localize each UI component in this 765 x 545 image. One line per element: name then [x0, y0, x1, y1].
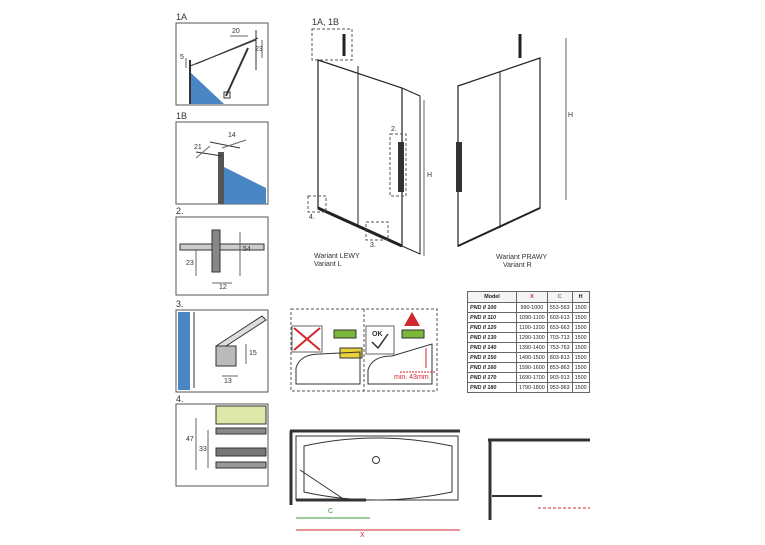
- cell-h: 1500: [571, 332, 590, 343]
- cell-x: 1690-1700: [516, 372, 548, 383]
- level-diagram: [290, 308, 438, 392]
- main-ref-label: 1A, 1B: [312, 17, 340, 27]
- detail-3-dim-width: 13: [224, 378, 232, 385]
- cell-model: PND II 130: [467, 332, 517, 343]
- level-ok-label: OK: [372, 331, 383, 338]
- detail-1a-dim-side: 23: [255, 46, 263, 53]
- header-model: Model: [467, 291, 517, 303]
- detail-3-title: 3.: [176, 299, 184, 309]
- variant-right-label-2: Variant R: [503, 262, 532, 269]
- cell-x: 1590-1600: [516, 362, 548, 373]
- callout-4: 4.: [309, 214, 315, 221]
- detail-1a-frame: [175, 22, 269, 106]
- cell-c: 653-663: [546, 322, 573, 333]
- bathtub-plan-view: [289, 429, 460, 531]
- cell-c: 553-563: [546, 302, 573, 313]
- plan-dim-x: X: [360, 532, 365, 539]
- cell-model: PND II 170: [467, 372, 517, 383]
- detail-2-dim-low: 23: [186, 260, 194, 267]
- detail-1a-dim-left: 5: [180, 54, 184, 61]
- cell-c: 953-963: [546, 382, 573, 393]
- cell-x: 1790-1800: [516, 382, 548, 393]
- side-detail: [488, 438, 590, 520]
- height-left-label: H: [427, 172, 433, 179]
- cell-model: PND II 100: [467, 302, 517, 313]
- cell-model: PND II 140: [467, 342, 517, 353]
- cell-h: 1500: [571, 382, 590, 393]
- cell-model: PND II 150: [467, 352, 517, 363]
- enclosure-right-variant: [456, 34, 567, 247]
- detail-1a-drawing: [185, 30, 263, 104]
- variant-right-label-1: Wariant PRAWY: [496, 254, 548, 261]
- enclosure-left-variant: [307, 28, 425, 256]
- cell-x: 1290-1300: [516, 332, 548, 343]
- plan-dim-c: C: [328, 508, 334, 515]
- cell-model: PND II 110: [467, 312, 517, 323]
- cell-x: 990-1000: [516, 302, 548, 313]
- detail-4-title: 4.: [176, 394, 184, 404]
- detail-2-dim-height: 54: [243, 246, 251, 253]
- height-right-label: H: [568, 112, 574, 119]
- cell-model: PND II 160: [467, 362, 517, 373]
- spec-table-header-row: Model X C H: [467, 291, 590, 303]
- detail-2-title: 2.: [176, 206, 184, 216]
- cell-x: 1390-1400: [516, 342, 548, 353]
- level-min-label: min. 43mm: [394, 374, 429, 381]
- detail-2-dim-width: 12: [219, 284, 227, 291]
- header-h: H: [571, 291, 590, 303]
- detail-2-drawing: [179, 229, 265, 284]
- cell-h: 1500: [571, 372, 590, 383]
- detail-1a-dim-top: 20: [232, 28, 240, 35]
- cell-h: 1500: [571, 312, 590, 323]
- detail-1a-title: 1A: [176, 12, 188, 22]
- cell-x: 1490-1500: [516, 352, 548, 363]
- detail-1b-dim-a: 14: [228, 132, 236, 139]
- detail-4-frame: [175, 403, 269, 487]
- callout-2: 2.: [391, 126, 397, 133]
- header-c: C: [546, 291, 573, 303]
- cell-c: 903-913: [546, 372, 573, 383]
- detail-2-frame: [175, 216, 269, 296]
- variant-left-label-1: Wariant LEWY: [314, 253, 360, 260]
- detail-1b-title: 1B: [176, 111, 188, 121]
- detail-1b-dim-b: 21: [194, 144, 202, 151]
- detail-4-dim-inner: 33: [199, 446, 207, 453]
- cell-c: 703-713: [546, 332, 573, 343]
- detail-4-dim-outer: 47: [186, 436, 194, 443]
- detail-1b-drawing: [195, 139, 266, 204]
- cell-h: 1500: [571, 362, 590, 373]
- cell-h: 1500: [571, 342, 590, 353]
- cell-c: 603-613: [546, 312, 573, 323]
- callout-3: 3.: [370, 242, 376, 249]
- detail-3-frame: [175, 309, 269, 393]
- cell-c: 803-813: [546, 352, 573, 363]
- variant-left-label-2: Variant L: [314, 261, 342, 268]
- cell-c: 753-763: [546, 342, 573, 353]
- detail-3-drawing: [178, 312, 267, 390]
- cell-h: 1500: [571, 352, 590, 363]
- cell-model: PND II 120: [467, 322, 517, 333]
- cell-model: PND II 180: [467, 382, 517, 393]
- cell-h: 1500: [571, 322, 590, 333]
- cell-h: 1500: [571, 302, 590, 313]
- header-x: X: [516, 291, 548, 303]
- cell-c: 853-863: [546, 362, 573, 373]
- detail-3-dim-height: 15: [249, 350, 257, 357]
- cell-x: 1190-1200: [516, 322, 548, 333]
- cell-x: 1090-1100: [516, 312, 548, 323]
- detail-4-drawing: [195, 405, 267, 470]
